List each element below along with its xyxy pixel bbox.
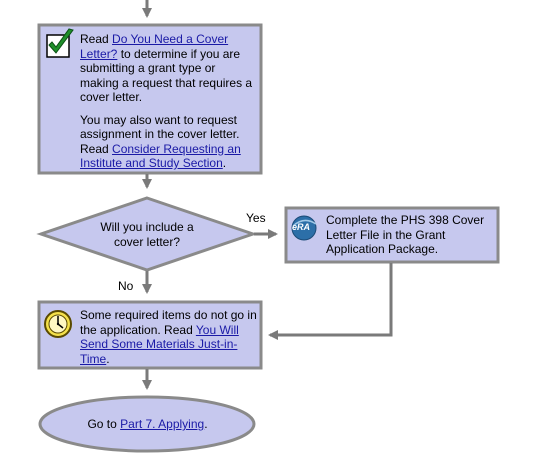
step-just-in-time-box <box>37 300 263 370</box>
end-prefix-text: Go to <box>87 417 121 431</box>
clock-icon <box>44 310 72 338</box>
decision-question: Will you include a cover letter? <box>100 220 194 249</box>
step-read-cover-letter-text: Read Do You Need a Cover Letter? to dete… <box>80 32 255 179</box>
step-complete-cover-text: Complete the PHS 398 Cover Letter File i… <box>326 213 485 256</box>
step-read-cover-letter-para2: You may also want to request assignment … <box>80 113 255 171</box>
no-label: No <box>118 279 134 293</box>
jit-intro-text: Some required items do not go in the app… <box>80 308 257 337</box>
step-complete-cover-box <box>284 206 500 264</box>
step-just-in-time-text: Some required items do not go in the app… <box>80 308 258 366</box>
link-consider-requesting-institute[interactable]: Consider Requesting an Institute and Stu… <box>80 141 241 171</box>
p2-text: You may also want to request assignment … <box>80 112 240 156</box>
era-logo-icon <box>291 215 317 241</box>
p2-end-text: . <box>222 156 227 170</box>
link-part-7-applying[interactable]: Part 7. Applying <box>120 417 205 431</box>
jit-end-text: . <box>106 351 110 366</box>
end-ellipse <box>38 395 256 453</box>
link-you-will-send-materials[interactable]: You Will Send Some Materials Just-in-Tim… <box>80 322 239 366</box>
decision-diamond <box>36 196 258 272</box>
step-read-cover-letter-para1: Read Do You Need a Cover Letter? to dete… <box>80 32 255 105</box>
step-read-cover-letter-box <box>37 23 263 175</box>
yes-label: Yes <box>246 211 266 225</box>
checkbox-check-icon <box>46 28 74 58</box>
era-logo-text: eRA <box>292 222 311 232</box>
link-do-you-need-cover-letter[interactable]: Do You Need a Cover Letter? <box>80 32 229 61</box>
intro-text: Read <box>80 32 113 46</box>
end-suffix-text: . <box>204 417 208 431</box>
end-step-text: Go to Part 7. Applying. <box>60 417 235 432</box>
connector-return <box>268 263 393 340</box>
rest-text: to determine if you are submitting a gra… <box>80 46 253 105</box>
